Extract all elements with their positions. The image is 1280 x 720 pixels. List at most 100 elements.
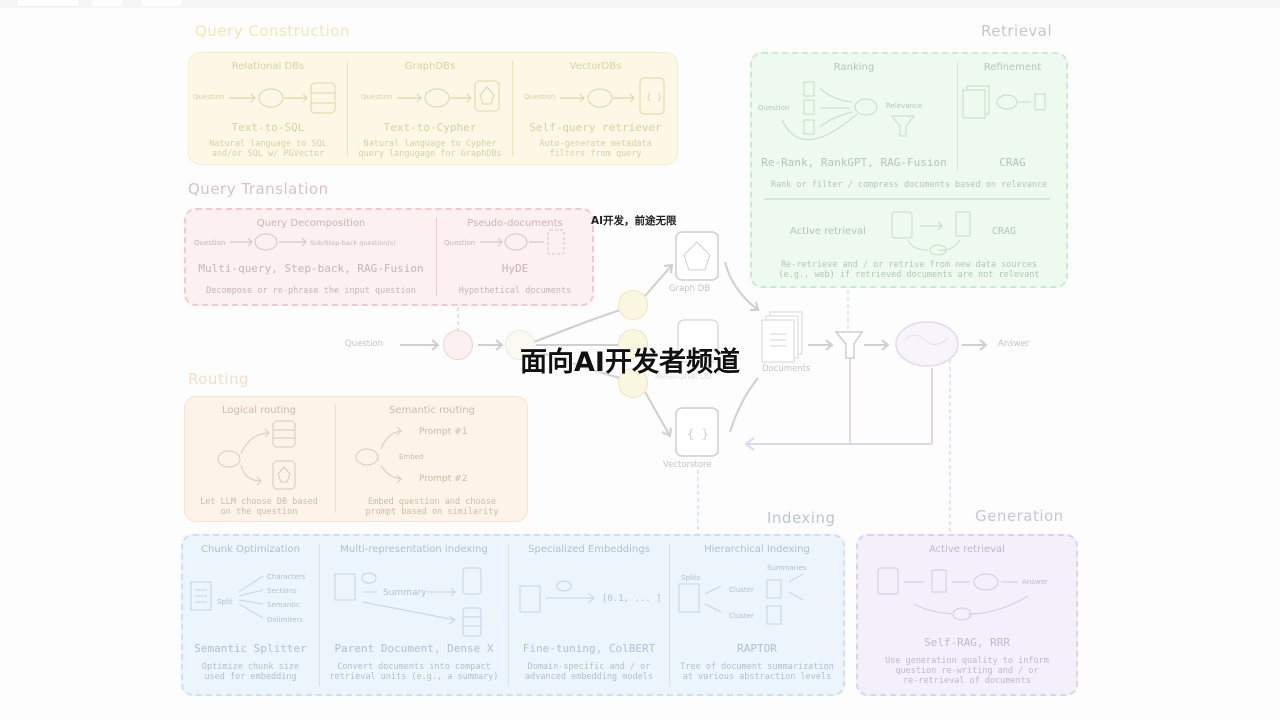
desc-line-2: advanced embedding models (525, 672, 653, 682)
section-title-query-translation: Query Translation (188, 180, 329, 198)
input-label: Question (194, 239, 226, 247)
panel-pseudo-documents: Pseudo-documents Question HyDE Hypotheti… (438, 210, 592, 304)
flow-graph-db-label: Graph DB (669, 284, 711, 294)
summary-label: Summary (383, 588, 427, 598)
panel-title: Chunk Optimization (201, 544, 300, 555)
channel-title-watermark: 面向AI开发者频道 (520, 347, 740, 378)
desc-line-1: Natural language to SQL (209, 139, 327, 149)
desc-line-1: Natural language to Cypher (363, 139, 497, 149)
section-title-query-construction: Query Construction (195, 22, 350, 40)
panel-multi-representation: Multi-representation indexing Summary Pa… (321, 536, 507, 694)
flow-question-label: Question (345, 339, 384, 349)
cluster-label-1: Cluster (729, 586, 754, 594)
output-label: Sub/Step-back question(s) (310, 239, 396, 247)
method-self-rag: Self-RAG, RRR (923, 636, 1011, 649)
desc-line-3: re-retrieval of documents (903, 676, 1031, 686)
panel-logical-routing: Logical routing Let LLM choose DB based … (185, 397, 333, 521)
chunk-delimiters: Delimiters (267, 616, 303, 624)
panel-vector-dbs: VectorDBs Question { } Self-query retrie… (514, 53, 677, 164)
section-title-generation: Generation (975, 507, 1064, 525)
method-re-rank: Re-Rank, RankGPT, RAG-Fusion (761, 156, 947, 169)
panel-query-decomposition: Query Decomposition Question Sub/Step-ba… (186, 210, 436, 304)
input-label: Question (361, 93, 393, 101)
panel-ranking: Ranking Question Relevance Re-Rank, Rank… (752, 54, 956, 178)
vector-label: [0.1, ... ] (602, 594, 662, 604)
desc-line-1: Use generation quality to inform (885, 656, 1049, 666)
routing-box: Logical routing Let LLM choose DB based … (184, 396, 528, 522)
method-text-to-cypher: Text-to-Cypher (383, 121, 477, 134)
panel-relational-dbs: Relational DBs Question Text-to-SQL Natu… (189, 53, 347, 164)
retrieval-shared-desc: Rank or filter / compress documents base… (770, 180, 1048, 190)
splits-label: Splits (681, 574, 701, 582)
panel-title-active-retrieval: Active retrieval (929, 544, 1005, 555)
panel-title: VectorDBs (569, 61, 622, 72)
flow-documents-label: Documents (762, 364, 811, 374)
divider (957, 62, 958, 172)
construction-node-1 (618, 290, 648, 320)
panel-title: GraphDBs (404, 61, 456, 72)
divider-horizontal (764, 198, 1050, 200)
desc-line-2: and/or SQL w/ PGVector (211, 149, 325, 159)
generation-flow-icon (877, 567, 1029, 621)
desc-line-2: on the question (220, 507, 298, 517)
desc-line-2: at various abstraction levels (682, 672, 832, 682)
desc-line-1: Decompose or re-phrase the input questio… (206, 286, 416, 296)
method-raptor: RAPTOR (737, 642, 777, 655)
panel-semantic-routing: Semantic routing Prompt #1 Embed Prompt … (337, 397, 527, 521)
method-multi-query: Multi-query, Step-back, RAG-Fusion (198, 262, 424, 275)
active-method-crag: CRAG (992, 226, 1017, 237)
construction-node-2 (618, 329, 648, 359)
flow-answer-label: Answer (998, 339, 1030, 349)
panel-title: Multi-representation indexing (340, 544, 488, 555)
desc-line-1: Auto-generate metadata (539, 139, 652, 149)
ranking-icon (781, 81, 916, 141)
desc-line-1: Tree of document summarization (680, 662, 834, 672)
relevance-label: Relevance (886, 102, 923, 110)
slogan-watermark: AI开发，前途无限 (591, 215, 677, 227)
method-hyde: HyDE (501, 262, 529, 275)
top-tab-1[interactable] (16, 0, 80, 7)
construction-node-3 (618, 368, 648, 398)
desc-line-1: Optimize chunk size (201, 662, 300, 672)
summaries-label: Summaries (767, 564, 807, 572)
desc-line-2: query langugage for GraphDBs (358, 149, 502, 159)
method-text-to-sql: Text-to-SQL (231, 121, 305, 134)
active-retrieval-title: Active retrieval (790, 226, 866, 237)
hyde-flow-icon (480, 229, 565, 255)
semantic-routing-icon (355, 426, 402, 484)
desc-line-1: Let LLM choose DB based (200, 497, 318, 507)
query-translation-node (443, 330, 473, 360)
panel-title: Logical routing (222, 405, 296, 416)
routing-node (505, 330, 535, 360)
answer-label: Answer (1022, 578, 1048, 586)
refinement-icon (962, 85, 1046, 119)
desc-line-2: used for embedding (204, 672, 297, 682)
decomposition-flow-icon (230, 233, 307, 251)
desc-line-1: Hypothetical documents (458, 286, 572, 296)
divider (319, 544, 320, 686)
split-label: Split (217, 598, 233, 606)
browser-top-bar (0, 0, 1280, 8)
desc-line-2: (e.g., web) if retrieved documents are n… (778, 270, 1040, 280)
input-label: Question (444, 239, 476, 247)
embeddings-icon (519, 580, 595, 613)
top-tab-2[interactable] (92, 0, 122, 6)
indexing-box: Chunk Optimization Split Characters Sect… (181, 534, 845, 696)
svg-text:{ }: { } (687, 427, 709, 441)
prompt-1-label: Prompt #1 (419, 427, 468, 437)
method-semantic-splitter: Semantic Splitter (194, 642, 307, 655)
panel-refinement: Refinement CRAG (959, 54, 1066, 178)
chunk-sections: Sections (267, 587, 297, 595)
flow-relational-db-label: Relational DB (655, 372, 713, 382)
desc-line-2: question re-writing and / or (895, 666, 1039, 676)
section-title-routing: Routing (188, 370, 250, 388)
desc-line-2: prompt based on similarity (365, 507, 499, 517)
chunk-optimization-icon (190, 575, 264, 619)
panel-graph-dbs: GraphDBs Question Text-to-Cypher Natural… (349, 53, 511, 164)
top-tab-3[interactable] (142, 0, 182, 6)
panel-title: Ranking (833, 62, 875, 73)
divider (347, 61, 348, 156)
query-construction-box: Relational DBs Question Text-to-SQL Natu… (188, 52, 678, 165)
panel-title: Hierarchical Indexing (704, 544, 810, 555)
